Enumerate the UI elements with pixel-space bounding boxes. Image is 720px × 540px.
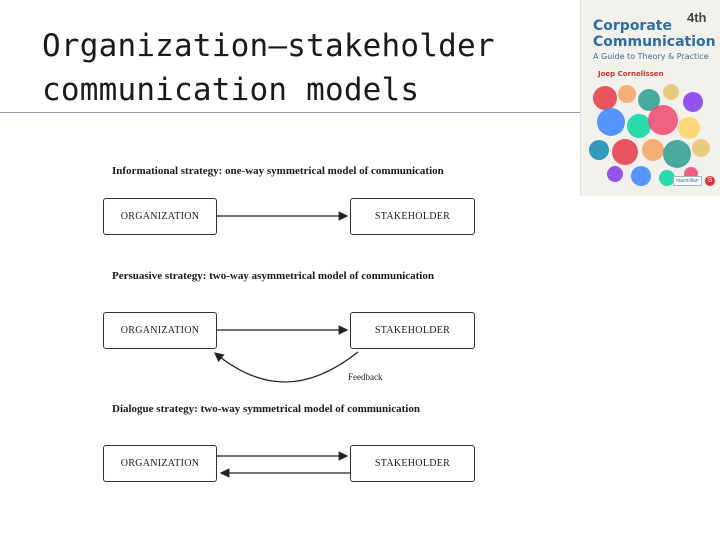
cover-bubble (648, 105, 678, 135)
book-cover-bubbles (589, 84, 710, 186)
model-1-stakeholder-box: STAKEHOLDER (350, 198, 475, 235)
book-title-line-1: Corporate (593, 18, 672, 34)
model-2-heading: Persuasive strategy: two-way asymmetrica… (112, 270, 434, 282)
cover-bubble (597, 108, 625, 136)
cover-bubble (663, 140, 691, 168)
cover-bubble (678, 117, 700, 139)
model-3-heading: Dialogue strategy: two-way symmetrical m… (112, 403, 420, 415)
publisher-logo-icon: S (705, 176, 715, 186)
model-2-organization-box: ORGANIZATION (103, 312, 217, 349)
model-1-heading: Informational strategy: one-way symmetri… (112, 165, 444, 177)
model-1-organization-box: ORGANIZATION (103, 198, 217, 235)
cover-bubble (618, 85, 636, 103)
slide-title-line-2: communication models (42, 72, 420, 108)
cover-bubble (692, 139, 710, 157)
title-divider (0, 112, 720, 113)
book-cover-image: 4th Corporate Communication A Guide to T… (581, 0, 720, 196)
cover-bubble (683, 92, 703, 112)
book-title-line-2: Communication (593, 34, 716, 50)
cover-bubble (607, 166, 623, 182)
cover-bubble (663, 84, 679, 100)
feedback-label: Feedback (348, 372, 383, 382)
book-title: Corporate Communication (593, 18, 716, 50)
model-2-stakeholder-box: STAKEHOLDER (350, 312, 475, 349)
model-3-stakeholder-box: STAKEHOLDER (350, 445, 475, 482)
cover-bubble (631, 166, 651, 186)
cover-bubble (612, 139, 638, 165)
model-3-organization-box: ORGANIZATION (103, 445, 217, 482)
cover-bubble (638, 89, 660, 111)
model-2-feedback-arrow (214, 351, 359, 383)
publisher-badge: macmillan (673, 176, 702, 186)
cover-bubble (589, 140, 609, 160)
book-author: Joep Cornelissen (598, 70, 664, 78)
book-subtitle: A Guide to Theory & Practice (593, 52, 709, 61)
cover-bubble (659, 170, 675, 186)
book-edition: 4th (687, 10, 707, 25)
slide-title-line-1: Organization–stakeholder (42, 28, 495, 64)
cover-bubble (627, 114, 651, 138)
slide-title: Organization–stakeholder communication m… (42, 24, 562, 112)
cover-bubble (642, 139, 664, 161)
cover-bubble (593, 86, 617, 110)
